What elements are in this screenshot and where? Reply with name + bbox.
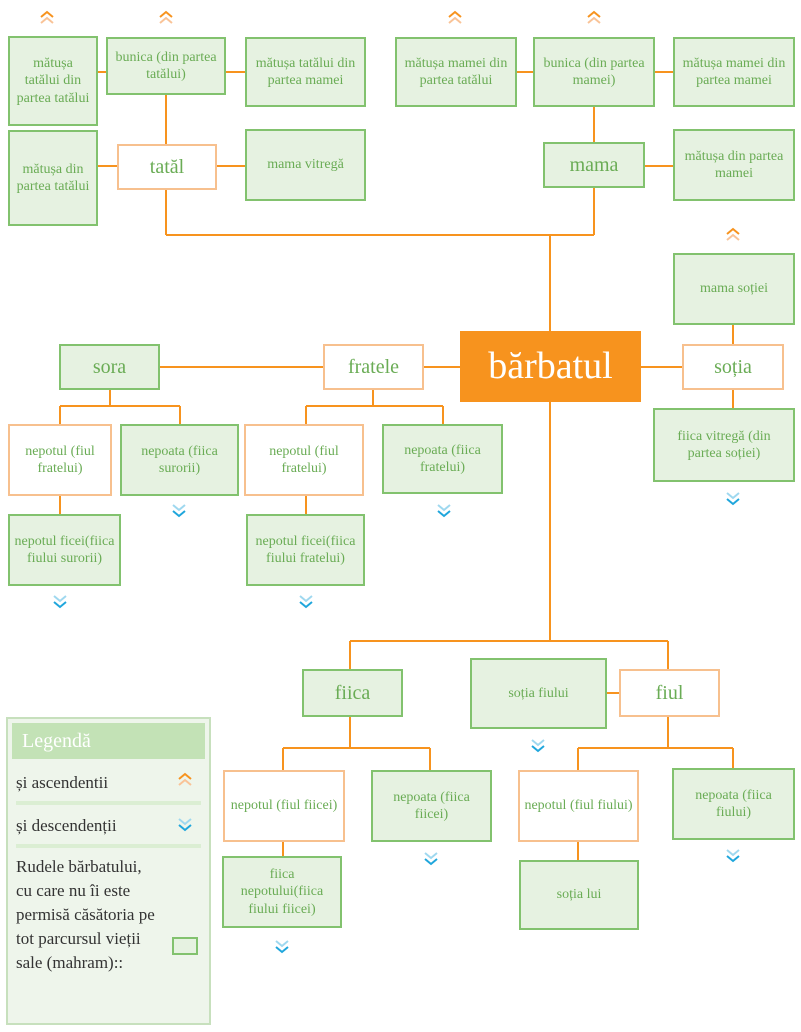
- double-chevron-up-icon: [159, 10, 173, 24]
- node-mama-vitrega: mama vitregă: [245, 129, 366, 201]
- legend-descendants-label: și descendenții: [16, 816, 117, 835]
- node-nepotul-fiul-fiului: nepotul (fiul fiului): [518, 770, 639, 842]
- double-chevron-up-icon: [40, 10, 54, 24]
- node-nepotul-ficei-surorii: nepotul ficei(fiica fiului surorii): [8, 514, 121, 586]
- node-bunica-tata: bunica (din partea tatălui): [106, 37, 226, 95]
- node-nepoata-fiica-fiicei: nepoata (fiica fiicei): [371, 770, 492, 842]
- node-fiica-nepotului: fiica nepotului(fiica fiului fiicei): [222, 856, 342, 928]
- node-fiul: fiul: [619, 669, 720, 717]
- node-matusa-din-partea-tatalui: mătușa din partea tatălui: [8, 130, 98, 226]
- node-sotia-fiului: soția fiului: [470, 658, 607, 729]
- node-nepoata-fiica-fratelui: nepoata (fiica fratelui): [382, 424, 503, 494]
- double-chevron-down-icon: [424, 852, 438, 866]
- node-sotia-lui: soția lui: [519, 860, 639, 930]
- legend-divider: [16, 844, 201, 848]
- node-bunica-mama: bunica (din partea mamei): [533, 37, 655, 107]
- legend-ascendants-label: și ascendentii: [16, 773, 109, 792]
- legend: Legendă și ascendentii și descendenții R…: [6, 717, 211, 1025]
- node-matusa-tatalui-din-partea-tatalui: mătușa tatălui din partea tatălui: [8, 36, 98, 126]
- double-chevron-up-icon: [587, 10, 601, 24]
- node-mama: mama: [543, 142, 645, 188]
- double-chevron-down-icon: [172, 504, 186, 518]
- double-chevron-down-icon: [53, 595, 67, 609]
- node-fiica-vitrega: fiica vitregă (din partea soției): [653, 408, 795, 482]
- double-chevron-down-icon: [275, 940, 289, 954]
- double-chevron-down-icon: [437, 504, 451, 518]
- node-fratele: fratele: [323, 344, 424, 390]
- node-sotia: soția: [682, 344, 784, 390]
- node-matusa-tatalui-din-partea-mamei: mătușa tatălui din partea mamei: [245, 37, 366, 107]
- double-chevron-up-icon: [448, 10, 462, 24]
- node-matusa-mamei-din-partea-mamei: mătușa mamei din partea mamei: [673, 37, 795, 107]
- double-chevron-down-icon: [726, 849, 740, 863]
- node-nepotul-ficei-fratelui: nepotul ficei(fiica fiului fratelui): [246, 514, 365, 586]
- node-mama-sotiei: mama soției: [673, 253, 795, 325]
- node-nepotul-fiul-fratelui-2: nepotul (fiul fratelui): [244, 424, 364, 496]
- double-chevron-down-icon: [178, 818, 192, 832]
- node-barbatul: bărbatul: [460, 331, 641, 402]
- double-chevron-up-icon: [178, 772, 192, 786]
- double-chevron-down-icon: [299, 595, 313, 609]
- node-matusa-din-partea-mamei: mătușa din partea mamei: [673, 129, 795, 201]
- double-chevron-down-icon: [726, 492, 740, 506]
- legend-mahram-swatch: [172, 937, 198, 955]
- node-nepotul-fiul-fratelui: nepotul (fiul fratelui): [8, 424, 112, 496]
- node-tatal: tatăl: [117, 144, 217, 190]
- double-chevron-up-icon: [726, 227, 740, 241]
- node-nepoata-fiica-surorii: nepoata (fiica surorii): [120, 424, 239, 496]
- node-nepotul-fiul-fiicei: nepotul (fiul fiicei): [223, 770, 345, 842]
- node-fiica: fiica: [302, 669, 403, 717]
- legend-divider: [16, 801, 201, 805]
- node-sora: sora: [59, 344, 160, 390]
- legend-title: Legendă: [12, 723, 205, 759]
- legend-mahram-label: Rudele bărbatului, cu care nu îi este pe…: [16, 857, 155, 972]
- node-matusa-mamei-din-partea-tatalui: mătușa mamei din partea tatălui: [395, 37, 517, 107]
- double-chevron-down-icon: [531, 739, 545, 753]
- node-nepoata-fiica-fiului: nepoata (fiica fiului): [672, 768, 795, 840]
